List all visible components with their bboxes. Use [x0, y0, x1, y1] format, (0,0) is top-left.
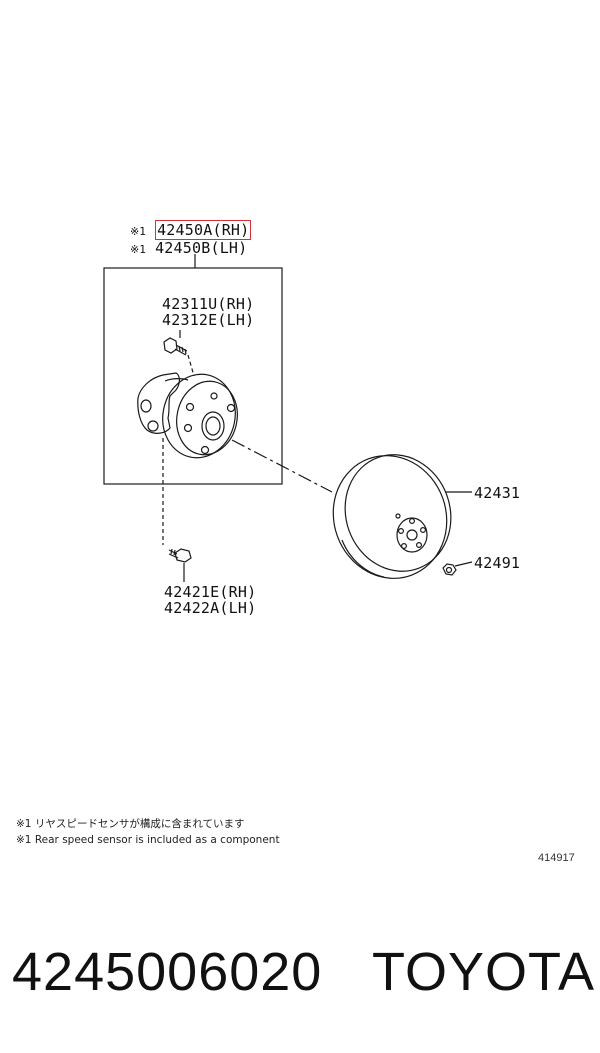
hub-bolt-drawing [163, 337, 188, 356]
part-number: 4245006020 [12, 942, 323, 1002]
footnote-japanese: ※1 リヤスピードセンサが構成に含まれています [16, 818, 245, 830]
figure-number: 414917 [538, 852, 575, 864]
hub-bolt-rh-label[interactable]: 42311U(RH) [162, 295, 255, 313]
note-mark: ※1 [130, 243, 146, 256]
assembly-group-box [103, 267, 283, 485]
disc-screw-label[interactable]: 42491 [474, 554, 521, 572]
hub-disc-centerline [231, 439, 333, 493]
hub-bolt-dashed [187, 354, 195, 377]
mount-bolt-lh-label[interactable]: 42422A(LH) [164, 599, 257, 617]
hub-assembly-drawing [137, 372, 238, 459]
hub-assy-lh-code[interactable]: 42450B(LH) [155, 239, 248, 257]
brake-disc-label[interactable]: 42431 [474, 484, 521, 502]
disc-screw-leader [454, 561, 473, 567]
hub-assy-rh-label[interactable]: ※1 42450A(RH) [130, 220, 252, 240]
disc-screw-drawing [442, 563, 457, 576]
hub-bolt-lh-label[interactable]: 42312E(LH) [162, 311, 255, 329]
footnote-english: ※1 Rear speed sensor is included as a co… [16, 834, 280, 846]
note-mark: ※1 [130, 225, 146, 238]
hub-assy-lh-label[interactable]: ※1 42450B(LH) [130, 240, 247, 258]
mount-bolt-rh-label[interactable]: 42421E(RH) [164, 583, 257, 601]
hub-assy-rh-code[interactable]: 42450A(RH) [155, 220, 252, 240]
brand-name: TOYOTA [372, 942, 596, 1002]
mount-bolt-drawing [168, 548, 192, 563]
brake-disc-drawing [332, 454, 452, 579]
